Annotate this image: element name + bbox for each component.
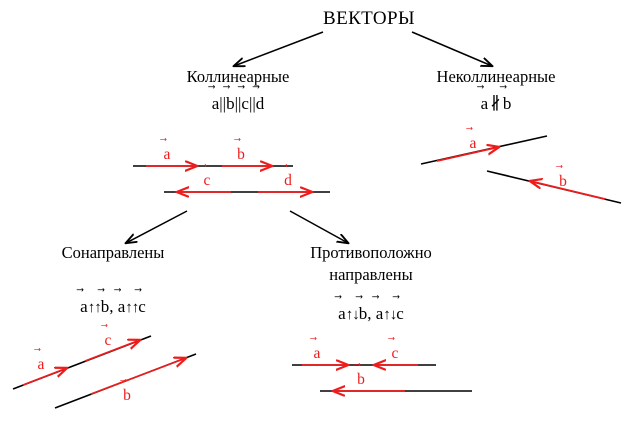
vector-b-glyph: ⃗b: [226, 94, 235, 113]
opposite-vectors-figure: [292, 365, 472, 391]
parallel-symbol: ||: [219, 94, 227, 113]
node-opposite-label-line2: направлены: [329, 265, 413, 284]
label-codirected-vector-c: ⃗c: [104, 332, 112, 349]
vector-b-glyph: ⃗b: [358, 304, 368, 323]
vector-a-glyph: ⃗a: [117, 297, 126, 316]
connector-collinear-to-opposite: [289, 210, 348, 243]
node-codirected-label: Сонаправлены: [61, 243, 165, 262]
not-parallel-symbol: ∦: [490, 94, 501, 113]
vector-c-glyph: ⃗c: [138, 297, 146, 316]
vector-a-glyph: ⃗a: [80, 297, 88, 316]
collinear-vectors-figure: [133, 166, 330, 192]
node-noncollinear-formula: ⃗a∦⃗b: [481, 93, 512, 113]
parallel-symbol: ||: [248, 94, 256, 113]
vector-a-glyph: ⃗a: [211, 94, 220, 113]
vector-b-glyph: ⃗b: [502, 94, 512, 113]
label-noncollinear-vector-a: ⃗a: [469, 135, 477, 152]
label-noncollinear-vector-b: ⃗b: [559, 173, 567, 190]
noncollinear-vector-b: [530, 181, 606, 200]
vector-c-glyph: ⃗c: [396, 304, 404, 323]
codirection-symbol: ↑↑: [125, 300, 139, 316]
formula-comma: ,: [367, 304, 376, 323]
node-codirected-formula: ⃗a↑↑⃗b, ⃗a↑↑⃗c: [80, 296, 146, 317]
label-opposite-vector-b: ⃗b: [357, 371, 365, 388]
codirected-vector-b: [90, 358, 186, 395]
formula-comma: ,: [109, 297, 118, 316]
node-noncollinear-label: Неколлинеарные: [436, 67, 556, 86]
vector-a-glyph: ⃗a: [480, 94, 489, 113]
node-collinear-label: Коллинеарные: [186, 67, 290, 86]
codirection-symbol: ↑↑: [87, 300, 102, 316]
noncollinear-lower-line: [486, 170, 622, 204]
parallel-symbol: ||: [234, 94, 242, 113]
label-codirected-vector-a: ⃗a: [37, 356, 45, 373]
vector-c-glyph: ⃗c: [241, 94, 249, 113]
connector-collinear-to-codirected: [126, 210, 188, 243]
connector-title-to-collinear: [234, 31, 324, 66]
label-collinear-vector-b: ⃗b: [237, 146, 245, 163]
opposite-direction-symbol: ↑↓: [383, 307, 397, 323]
codirected-vector-a: [22, 368, 67, 386]
noncollinear-vector-a: [436, 147, 499, 162]
vector-a-glyph: ⃗a: [338, 304, 346, 323]
node-opposite-label-line1: Противоположно: [310, 243, 432, 262]
label-opposite-vector-c: ⃗c: [391, 345, 399, 362]
label-codirected-vector-b: ⃗b: [123, 387, 131, 404]
vector-d-glyph: ⃗d: [255, 94, 265, 113]
node-collinear-formula: ⃗a||⃗b||⃗c||⃗d: [212, 93, 265, 113]
label-collinear-vector-c: ⃗c: [203, 172, 211, 189]
label-opposite-vector-a: ⃗a: [313, 345, 321, 362]
codirected-vector-c: [84, 340, 140, 362]
codirected-upper-line: [12, 335, 152, 390]
vector-b-glyph: ⃗b: [100, 297, 110, 316]
page-title: ВЕКТОРЫ: [323, 8, 415, 29]
label-collinear-vector-a: ⃗a: [163, 146, 171, 163]
label-collinear-vector-d: ⃗d: [284, 172, 292, 189]
node-opposite-formula: ⃗a↑↓⃗b, ⃗a↑↓⃗c: [338, 303, 404, 324]
noncollinear-vectors-figure: [420, 135, 622, 204]
connector-title-to-noncollinear: [411, 31, 492, 66]
noncollinear-upper-line: [420, 135, 548, 165]
opposite-direction-symbol: ↑↓: [345, 307, 360, 323]
vector-a-glyph: ⃗a: [375, 304, 384, 323]
